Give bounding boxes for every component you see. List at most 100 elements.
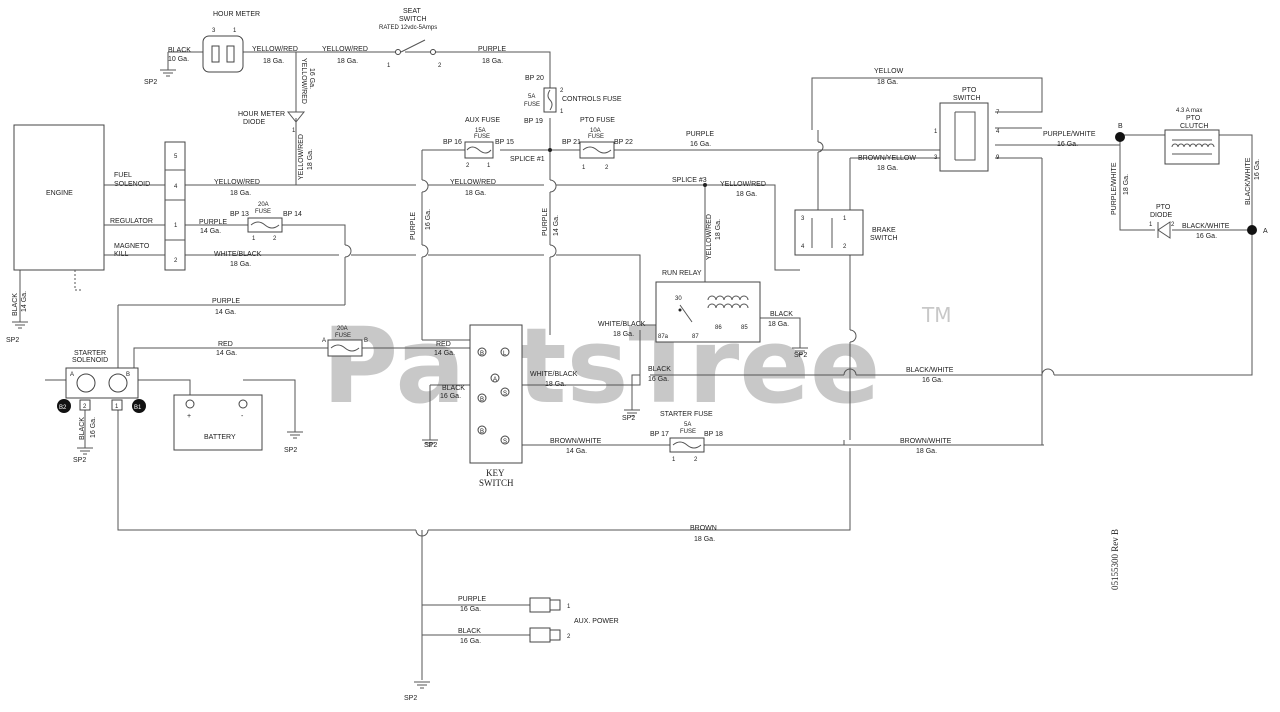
svg-text:CLUTCH: CLUTCH (1180, 123, 1208, 130)
aux-power: 1 2 AUX. POWER (529, 597, 619, 643)
svg-text:YELLOW: YELLOW (874, 68, 904, 75)
svg-text:1: 1 (1149, 222, 1153, 228)
svg-text:BLACK: BLACK (168, 47, 191, 54)
svg-text:PURPLE/WHITE: PURPLE/WHITE (1111, 162, 1118, 215)
svg-text:1: 1 (582, 165, 586, 171)
svg-text:BP 13: BP 13 (230, 211, 249, 218)
controls-fuse-label: CONTROLS FUSE (562, 96, 622, 103)
svg-text:16 Ga.: 16 Ga. (460, 606, 481, 613)
svg-text:18 Ga.: 18 Ga. (337, 58, 358, 65)
svg-text:18 Ga.: 18 Ga. (465, 190, 486, 197)
svg-text:S: S (503, 391, 507, 397)
seat-switch: SEAT SWITCH RATED 12vdc-5Amps 1 2 (379, 8, 442, 69)
engine-term-num: 2 (174, 258, 178, 264)
svg-text:1: 1 (843, 216, 847, 222)
svg-text:3: 3 (801, 216, 805, 222)
svg-text:BLACK: BLACK (12, 293, 19, 316)
starter-fuse: STARTER FUSE 5A FUSE BP 17 BP 18 1 2 (650, 411, 723, 463)
svg-text:18 Ga.: 18 Ga. (877, 165, 898, 172)
svg-text:14 Ga.: 14 Ga. (21, 291, 28, 312)
wire-labels: BLACK 10 Ga. YELLOW/RED 18 Ga. YELLOW/RE… (12, 46, 1261, 645)
svg-text:B: B (480, 397, 484, 403)
svg-text:B: B (480, 429, 484, 435)
ground-label: SP2 (424, 442, 437, 449)
svg-text:YELLOW/RED: YELLOW/RED (300, 58, 307, 104)
svg-text:BROWN: BROWN (690, 525, 717, 532)
svg-text:BRAKE: BRAKE (872, 227, 896, 234)
ground-symbol (160, 69, 176, 77)
svg-text:18 Ga.: 18 Ga. (230, 261, 251, 268)
node-b (1115, 132, 1125, 142)
svg-text:2: 2 (843, 244, 847, 250)
svg-text:16 Ga.: 16 Ga. (1196, 233, 1217, 240)
svg-text:A: A (70, 372, 74, 378)
svg-text:STARTER: STARTER (74, 350, 106, 357)
ground-symbol (287, 431, 303, 439)
run-relay-label: RUN RELAY (662, 270, 702, 277)
seat-switch-label: SWITCH (399, 16, 427, 23)
hour-meter-diode-label: DIODE (243, 119, 266, 126)
svg-text:1: 1 (252, 236, 256, 242)
svg-text:18 Ga.: 18 Ga. (613, 331, 634, 338)
svg-text:PURPLE/WHITE: PURPLE/WHITE (1043, 131, 1096, 138)
svg-text:BLACK/WHITE: BLACK/WHITE (1245, 157, 1252, 205)
node-a (1247, 225, 1257, 235)
svg-text:B: B (126, 372, 130, 378)
svg-text:2: 2 (83, 404, 87, 410)
svg-text:16 Ga.: 16 Ga. (1254, 159, 1261, 180)
svg-text:9: 9 (996, 155, 1000, 161)
ground-label: SP2 (6, 337, 19, 344)
svg-text:16 Ga.: 16 Ga. (460, 638, 481, 645)
svg-text:1: 1 (567, 604, 571, 610)
engine-pin-label: MAGNETO (114, 243, 150, 250)
hour-meter-diode-label: HOUR METER (238, 111, 285, 118)
hour-meter-label: HOUR METER (213, 11, 260, 18)
hour-meter-pin: 3 (212, 28, 216, 34)
svg-text:L: L (503, 351, 507, 357)
svg-text:YELLOW/RED: YELLOW/RED (720, 181, 766, 188)
svg-text:1: 1 (115, 404, 119, 410)
svg-text:BP 19: BP 19 (524, 118, 543, 125)
svg-text:STARTER FUSE: STARTER FUSE (660, 411, 713, 418)
engine-pin-label: FUEL (114, 172, 132, 179)
svg-text:14 Ga.: 14 Ga. (200, 228, 221, 235)
relay-coil (707, 295, 749, 301)
engine-term-num: 5 (174, 154, 178, 160)
battery-label: BATTERY (204, 434, 236, 441)
svg-text:16 Ga.: 16 Ga. (308, 68, 315, 89)
svg-text:16 Ga.: 16 Ga. (440, 393, 461, 400)
svg-text:BP 22: BP 22 (614, 139, 633, 146)
svg-text:1: 1 (487, 163, 491, 169)
ground-label: SP2 (794, 352, 807, 359)
svg-text:5A: 5A (528, 94, 535, 100)
svg-text:B: B (480, 351, 484, 357)
engine: ENGINE 5 4 1 2 FUEL SOLENOID REGULATOR M… (13, 124, 186, 291)
svg-text:87: 87 (692, 334, 699, 340)
svg-text:FUSE: FUSE (588, 134, 604, 140)
svg-text:16 Ga.: 16 Ga. (90, 417, 97, 438)
svg-text:14 Ga.: 14 Ga. (216, 350, 237, 357)
hour-meter-pin: 1 (233, 28, 237, 34)
svg-text:YELLOW/RED: YELLOW/RED (322, 46, 368, 53)
svg-text:PURPLE: PURPLE (212, 298, 240, 305)
svg-text:BLACK: BLACK (648, 366, 671, 373)
svg-text:B2: B2 (59, 405, 67, 411)
svg-text:B: B (364, 338, 368, 344)
svg-text:YELLOW/RED: YELLOW/RED (706, 214, 713, 260)
svg-text:FUSE: FUSE (524, 102, 540, 108)
svg-text:2: 2 (1171, 222, 1175, 228)
engine-terminal-block (164, 141, 186, 271)
svg-text:85: 85 (741, 325, 748, 331)
svg-text:86: 86 (715, 325, 722, 331)
fuse-20a-top: BP 13 BP 14 20A FUSE 1 2 (230, 202, 302, 242)
battery: + - BATTERY (173, 394, 263, 451)
svg-text:16 Ga.: 16 Ga. (922, 377, 943, 384)
svg-text:FUSE: FUSE (335, 333, 351, 339)
svg-text:10 Ga.: 10 Ga. (168, 56, 189, 63)
svg-text:18 Ga.: 18 Ga. (768, 321, 789, 328)
svg-text:WHITE/BLACK: WHITE/BLACK (214, 251, 262, 258)
svg-text:PTO: PTO (1186, 115, 1201, 122)
svg-text:87a: 87a (658, 334, 669, 340)
svg-text:2: 2 (605, 165, 609, 171)
svg-text:30: 30 (675, 296, 682, 302)
